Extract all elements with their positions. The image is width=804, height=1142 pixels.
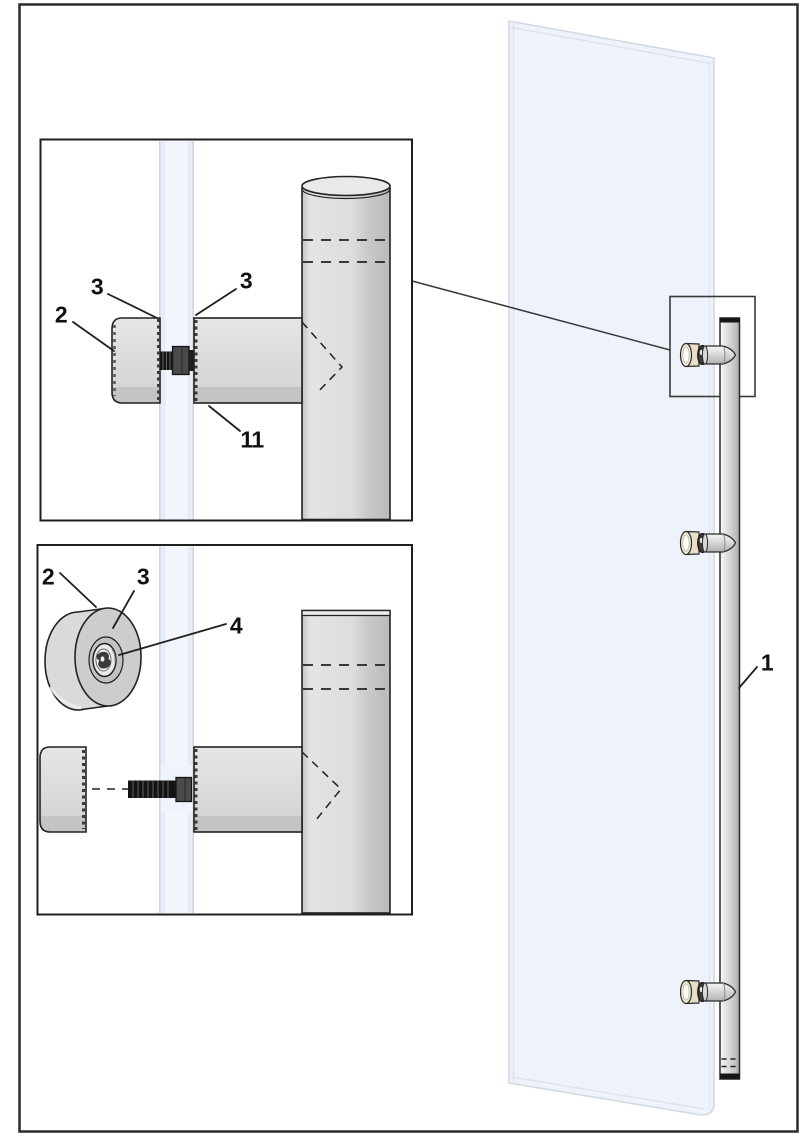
part-label-top-washer: 11 (240, 426, 264, 453)
leader-line-handle-bar (738, 666, 758, 689)
leader-line-washer (208, 405, 241, 432)
part-label-bottom-cap: 2 (41, 563, 55, 590)
part-label-top-gasket-right: 3 (239, 267, 253, 294)
mounting-cap-bottom-inset (39, 746, 87, 833)
part-label-top-cap: 2 (54, 301, 68, 328)
handle-tube-top-inset (301, 175, 391, 521)
frame-border (18, 3, 799, 1133)
glass-strip-bottom-inset (159, 546, 194, 913)
nut-bottom-inset (175, 776, 193, 803)
fastener-bottom (679, 979, 737, 1005)
mounting-arm-top-inset (193, 317, 344, 404)
leader-line-cap (59, 572, 97, 608)
leader-line-gasket-disc (112, 590, 135, 629)
bolt-bottom-inset (92, 776, 193, 803)
handle-tube-bottom-inset (301, 609, 391, 914)
handle-bar (719, 317, 741, 1080)
threaded-socket (95, 648, 112, 672)
nut-top-inset (171, 345, 190, 376)
leader-line-gasket-left (107, 293, 158, 319)
leader-lines-top-inset (72, 288, 241, 432)
mounting-cap-top-inset (111, 317, 161, 404)
gasket-disc (44, 607, 142, 711)
part-label-top-gasket-left: 3 (90, 273, 104, 300)
callout-box (669, 295, 756, 398)
part-label-handle-bar: 1 (760, 649, 774, 676)
callout-connector-line (411, 280, 671, 351)
bottom-detail-inset (36, 544, 413, 916)
leader-line-threaded-socket (118, 623, 227, 656)
glass-panel (508, 20, 715, 1116)
fastener-middle (679, 530, 737, 556)
part-label-bottom-gasket-disc: 3 (136, 563, 150, 590)
leader-line-gasket-right (195, 288, 237, 316)
fastener-top (679, 342, 737, 368)
bolt-top-inset (160, 345, 194, 376)
part-label-bottom-threaded-socket: 4 (229, 612, 243, 639)
leader-line-cap (72, 321, 115, 352)
top-detail-inset (39, 138, 413, 522)
mounting-arm-bottom-inset (193, 746, 343, 833)
glass-strip-top-inset (159, 141, 194, 520)
leader-lines-bottom-inset (59, 572, 227, 656)
